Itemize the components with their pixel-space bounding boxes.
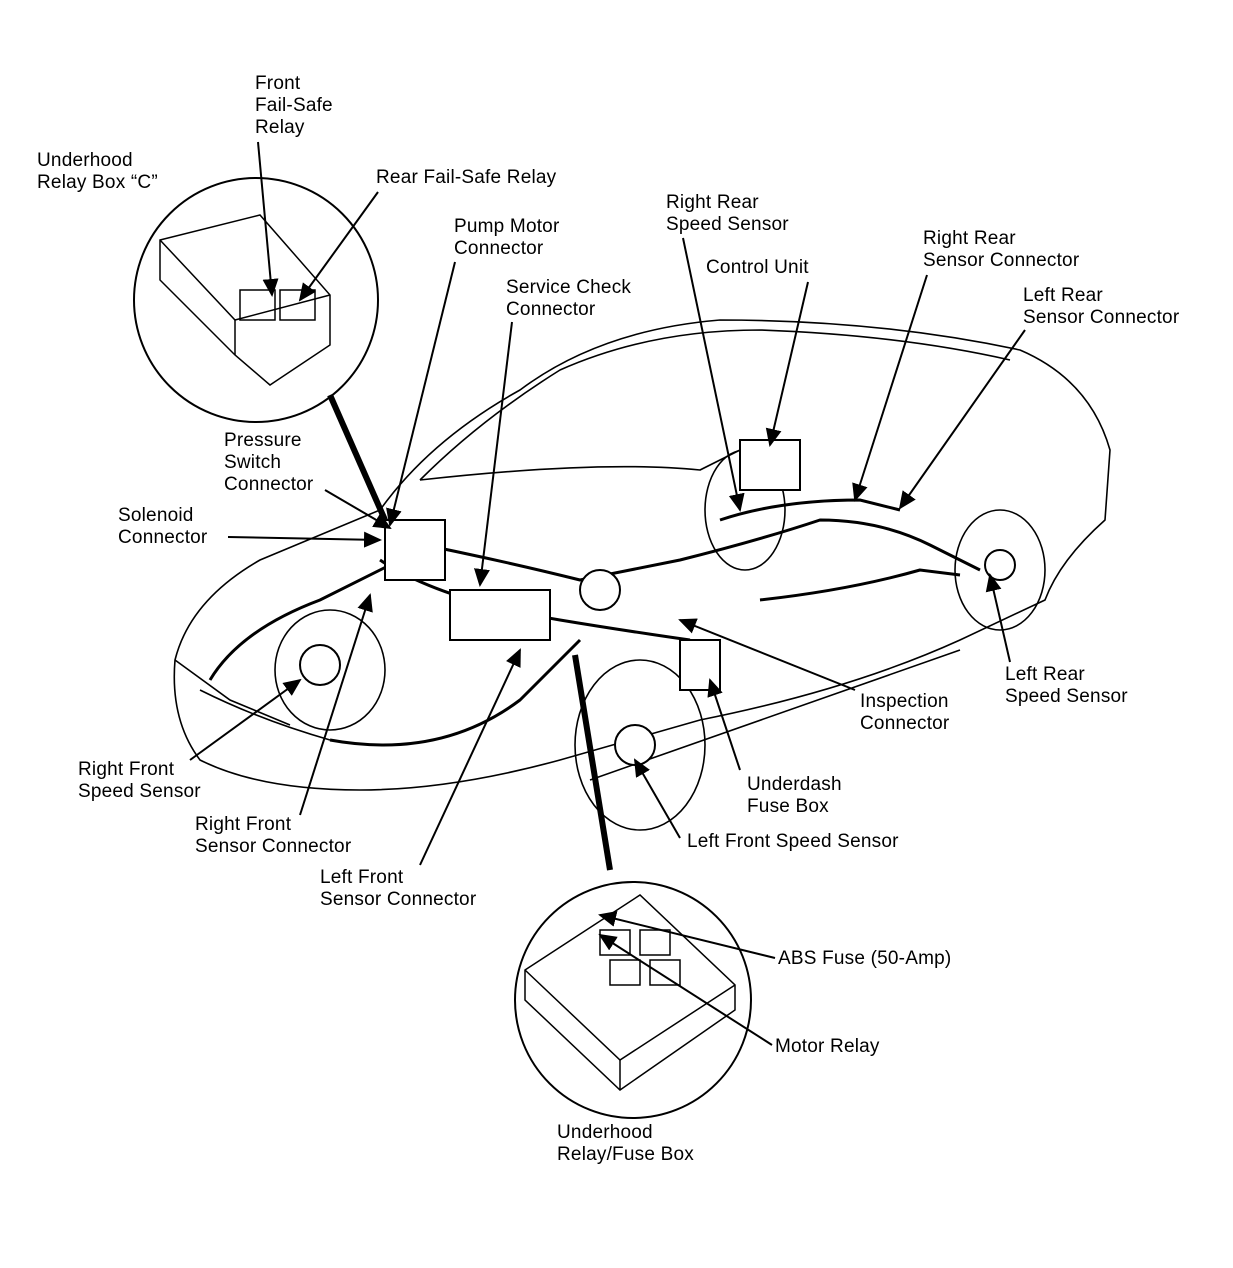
- relay-fuse-box-inset: [514, 881, 752, 1119]
- label-abs-fuse: ABS Fuse (50-Amp): [778, 948, 952, 969]
- relay-box-c-inset: [133, 177, 379, 423]
- label-left-rear-speed-sensor: Left Rear Speed Sensor: [1005, 664, 1128, 707]
- label-left-front-sensor-connector: Left Front Sensor Connector: [320, 867, 477, 910]
- label-right-front-sensor-connector: Right Front Sensor Connector: [195, 814, 352, 857]
- label-service-check-connector: Service Check Connector: [506, 277, 632, 320]
- label-underhood-relay-fuse-box: Underhood Relay/Fuse Box: [557, 1122, 694, 1165]
- label-right-front-speed-sensor: Right Front Speed Sensor: [78, 759, 201, 802]
- relay-box-c-drawing: [159, 214, 331, 386]
- label-left-front-speed-sensor: Left Front Speed Sensor: [687, 831, 899, 852]
- leader-lines: [189, 141, 1026, 1046]
- relay-fuse-box-drawing: [524, 894, 736, 1091]
- label-pump-motor-connector: Pump Motor Connector: [454, 216, 560, 259]
- car-body-outline: [173, 319, 1111, 831]
- label-inspection-connector: Inspection Connector: [860, 691, 950, 734]
- label-solenoid-connector: Solenoid Connector: [118, 505, 208, 548]
- brake-lines: [208, 498, 981, 747]
- label-right-rear-sensor-connector: Right Rear Sensor Connector: [923, 228, 1080, 271]
- label-control-unit: Control Unit: [706, 257, 809, 278]
- label-pressure-switch-connector: Pressure Switch Connector: [224, 430, 314, 495]
- label-left-rear-sensor-connector: Left Rear Sensor Connector: [1023, 285, 1180, 328]
- label-right-rear-speed-sensor: Right Rear Speed Sensor: [666, 192, 789, 235]
- label-rear-fail-safe-relay: Rear Fail-Safe Relay: [376, 167, 557, 188]
- components: [299, 439, 1016, 766]
- label-front-fail-safe-relay: Front Fail-Safe Relay: [255, 73, 333, 138]
- label-underdash-fuse-box: Underdash Fuse Box: [747, 774, 842, 817]
- label-underhood-relay-box-c: Underhood Relay Box “C”: [37, 150, 158, 193]
- inset-pointers: [327, 393, 613, 871]
- label-motor-relay: Motor Relay: [775, 1036, 880, 1057]
